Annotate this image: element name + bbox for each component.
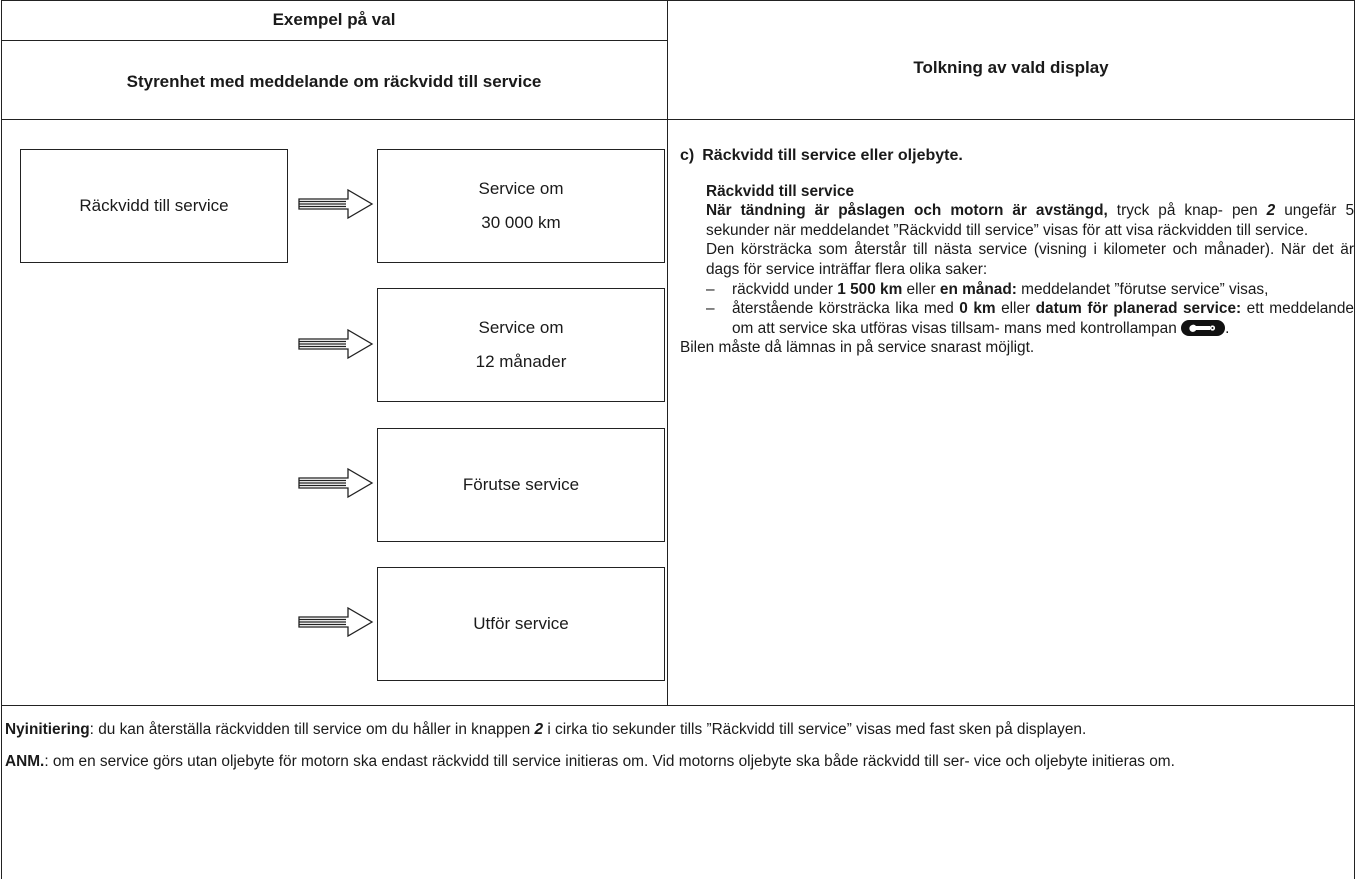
wrench-icon xyxy=(1181,319,1226,336)
arrow-right-icon xyxy=(298,467,374,499)
display-box-service-months: Service om 12 månader xyxy=(377,288,665,402)
paragraph-2: Den körsträcka som återstår till nästa s… xyxy=(706,241,1354,278)
section-body-2: Den körsträcka som återstår till nästa s… xyxy=(680,240,1354,338)
arrow-right-icon xyxy=(298,328,374,360)
example-title: Exempel på val xyxy=(272,10,396,29)
list-item: – räckvidd under 1 500 km eller en månad… xyxy=(706,280,1354,300)
arrow-right-icon xyxy=(298,606,374,638)
list-text: meddelandet ”förutse service” visas, xyxy=(1016,280,1269,298)
left-subtitle: Styrenhet med meddelande om räckvidd til… xyxy=(126,72,542,91)
paragraph-1-bold: När tändning är påslagen och motorn är a… xyxy=(706,202,1108,220)
display-line-1: Förutse service xyxy=(462,475,580,494)
section-heading-text: Räckvidd till service eller oljebyte. xyxy=(702,147,963,164)
column-divider xyxy=(667,0,668,706)
note-anm: ANM.: om en service görs utan oljebyte f… xyxy=(5,752,1351,772)
list-text: räckvidd under xyxy=(732,280,838,298)
list-text: . xyxy=(1225,319,1230,337)
note-text: : om en service görs utan oljebyte för m… xyxy=(44,753,1175,770)
list-item: – återstående körsträcka lika med 0 km e… xyxy=(706,299,1354,338)
display-line-1: Service om xyxy=(478,318,564,337)
table-top-border xyxy=(1,0,1355,1)
source-display-box: Räckvidd till service xyxy=(20,149,288,263)
table-right-border xyxy=(1354,0,1355,879)
header-mid-rule xyxy=(1,40,667,41)
note-label: ANM. xyxy=(5,753,45,770)
list-bold: 1 500 km xyxy=(837,280,903,298)
list-dash: – xyxy=(706,280,715,298)
note-text: : du kan återställa räckvidden till serv… xyxy=(89,721,535,738)
paragraph-3: Bilen måste då lämnas in på service snar… xyxy=(680,339,1035,357)
subheading: Räckvidd till service xyxy=(706,182,854,200)
list-text: återstående körsträcka lika med xyxy=(732,300,960,318)
list-bold: en månad: xyxy=(939,280,1017,298)
display-box-forutse-service: Förutse service xyxy=(377,428,665,542)
arrow-right-icon xyxy=(298,188,374,220)
display-box-service-km: Service om 30 000 km xyxy=(377,149,665,263)
interpretation-text: c) Räckvidd till service eller oljebyte.… xyxy=(680,146,1354,358)
list-text: eller xyxy=(902,280,940,298)
list-text: eller xyxy=(995,300,1036,318)
section-marker: c) xyxy=(680,147,695,164)
table-left-border xyxy=(1,0,2,879)
display-box-utfor-service: Utför service xyxy=(377,567,665,681)
note-text: i cirka tio sekunder tills ”Räckvidd til… xyxy=(543,721,1087,738)
button-number: 2 xyxy=(1266,202,1276,220)
paragraph-1-text-a: tryck på knap- pen xyxy=(1107,202,1267,220)
body-bottom-rule xyxy=(1,705,1355,706)
list-text: ett meddelande om att service ska utföra… xyxy=(732,300,1354,337)
display-line-2: 30 000 km xyxy=(481,213,561,232)
section-body: Räckvidd till service När tändning är på… xyxy=(680,182,1354,241)
display-line-2: 12 månader xyxy=(475,352,567,371)
footer-notes: Nyinitiering: du kan återställa räckvidd… xyxy=(5,720,1351,784)
list-bold: datum för planerad service: xyxy=(1035,300,1242,318)
button-number: 2 xyxy=(534,721,544,738)
right-title: Tolkning av vald display xyxy=(913,58,1109,77)
display-line-1: Utför service xyxy=(473,614,569,633)
header-bottom-rule xyxy=(1,119,1355,120)
display-line-1: Service om xyxy=(478,179,564,198)
source-display-label: Räckvidd till service xyxy=(79,196,229,215)
note-label: Nyinitiering xyxy=(5,721,90,738)
section-heading: c) Räckvidd till service eller oljebyte. xyxy=(680,146,1354,166)
note-reinitialization: Nyinitiering: du kan återställa räckvidd… xyxy=(5,720,1351,740)
paragraph-1-text-b: ungefär 5 sekunder när meddelandet ”Räck… xyxy=(706,202,1355,239)
list-bold: 0 km xyxy=(959,300,996,318)
list-dash: – xyxy=(706,300,715,318)
paragraph-1: När tändning är påslagen och motorn är a… xyxy=(706,201,1354,240)
